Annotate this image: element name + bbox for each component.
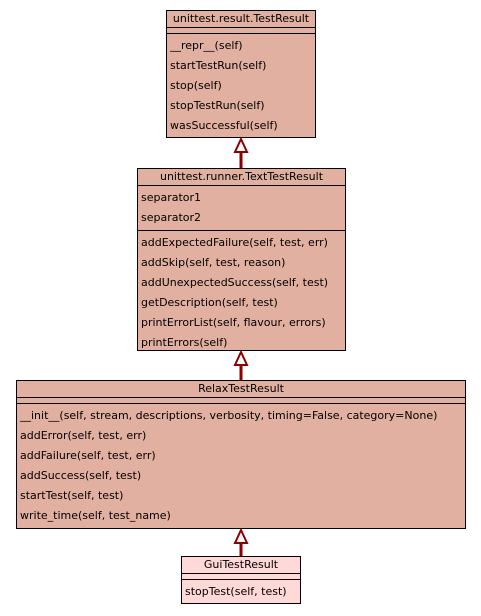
- class-test-result: unittest.result.TestResult __repr__(self…: [166, 10, 316, 138]
- method: addError(self, test, err): [20, 429, 147, 442]
- method: addUnexpectedSuccess(self, test): [141, 276, 329, 289]
- class-title: GuiTestResult: [182, 557, 300, 574]
- method: wasSuccessful(self): [170, 119, 278, 132]
- method: addSuccess(self, test): [20, 469, 142, 482]
- class-gui-test-result: GuiTestResult stopTest(self, test): [181, 556, 301, 604]
- class-title: unittest.runner.TextTestResult: [138, 169, 345, 186]
- methods-section: addExpectedFailure(self, test, err) addS…: [138, 231, 345, 355]
- method: stopTestRun(self): [170, 99, 265, 112]
- method: addSkip(self, test, reason): [141, 256, 286, 269]
- attribute: separator2: [141, 211, 202, 224]
- method: printErrorList(self, flavour, errors): [141, 316, 326, 329]
- inheritance-arrow: [233, 349, 249, 380]
- method: startTestRun(self): [170, 59, 267, 72]
- method: printErrors(self): [141, 336, 228, 349]
- methods-section: __init__(self, stream, descriptions, ver…: [17, 404, 465, 528]
- class-title: unittest.result.TestResult: [167, 11, 315, 28]
- class-title: RelaxTestResult: [17, 381, 465, 398]
- method: stop(self): [170, 79, 222, 92]
- attribute: separator1: [141, 191, 202, 204]
- method: __init__(self, stream, descriptions, ver…: [20, 409, 438, 422]
- method: startTest(self, test): [20, 489, 124, 502]
- method: addFailure(self, test, err): [20, 449, 156, 462]
- inheritance-arrow: [233, 527, 249, 556]
- method: __repr__(self): [170, 39, 243, 52]
- method: stopTest(self, test): [185, 585, 287, 598]
- method: addExpectedFailure(self, test, err): [141, 236, 328, 249]
- inheritance-arrow: [233, 136, 249, 168]
- methods-section: stopTest(self, test): [182, 580, 300, 604]
- method: getDescription(self, test): [141, 296, 278, 309]
- class-text-test-result: unittest.runner.TextTestResult separator…: [137, 168, 346, 351]
- attributes-section: [182, 574, 300, 580]
- class-relax-test-result: RelaxTestResult __init__(self, stream, d…: [16, 380, 466, 529]
- attributes-section: [17, 398, 465, 404]
- attributes-section: separator1 separator2: [138, 186, 345, 231]
- attributes-section: [167, 28, 315, 34]
- method: write_time(self, test_name): [20, 509, 171, 522]
- methods-section: __repr__(self) startTestRun(self) stop(s…: [167, 34, 315, 138]
